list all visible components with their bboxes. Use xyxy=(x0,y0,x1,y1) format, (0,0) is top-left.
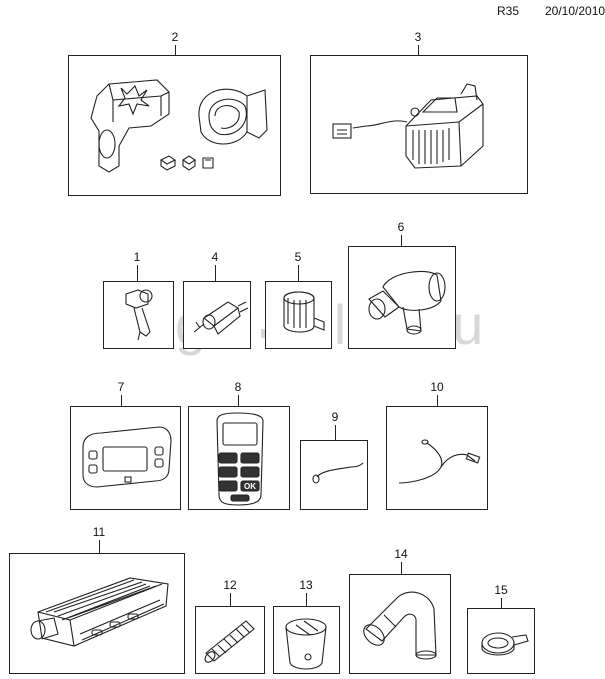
leader-line xyxy=(99,540,100,553)
leader-line xyxy=(121,395,122,406)
control-panel-drawing xyxy=(82,426,172,488)
temperature-sensor-drawing xyxy=(398,439,481,484)
corrugated-hose-drawing xyxy=(204,620,255,663)
heat-exchanger-drawing xyxy=(30,577,169,647)
part-number-4: 4 xyxy=(211,250,219,264)
part-box-2[interactable] xyxy=(68,55,281,196)
part-number-15: 15 xyxy=(494,583,508,597)
part-box-1[interactable] xyxy=(103,281,174,349)
valve-drawing xyxy=(368,270,446,335)
fuel-pump-drawing xyxy=(193,301,249,335)
part-number-8: 8 xyxy=(234,380,242,394)
page-code: R35 xyxy=(497,4,520,18)
part-number-2: 2 xyxy=(171,30,179,44)
part-box-4[interactable] xyxy=(183,281,251,349)
part-box-8[interactable]: OK xyxy=(188,406,290,510)
leader-line xyxy=(335,425,336,440)
leader-line xyxy=(215,265,216,281)
part-number-14: 14 xyxy=(394,547,408,561)
leader-line xyxy=(401,562,402,574)
sensor-wire-drawing xyxy=(312,462,364,484)
part-box-9[interactable] xyxy=(300,440,368,510)
heater-unit-drawing xyxy=(332,83,484,169)
leader-line xyxy=(298,265,299,281)
part-number-10: 10 xyxy=(430,380,444,394)
leader-line xyxy=(437,395,438,406)
silencer-cup-drawing xyxy=(285,618,327,670)
part-box-3[interactable] xyxy=(310,55,528,194)
leader-line xyxy=(418,45,419,55)
page-date: 20/10/2010 xyxy=(545,4,605,18)
ok-button-label: OK xyxy=(244,482,256,491)
part-number-5: 5 xyxy=(294,250,302,264)
remote-control-drawing xyxy=(216,412,264,506)
part-box-11[interactable] xyxy=(9,553,185,674)
part-number-6: 6 xyxy=(397,220,405,234)
pipe-clamp-drawing xyxy=(283,291,325,333)
leader-line xyxy=(501,598,502,608)
part-number-3: 3 xyxy=(414,30,422,44)
part-box-15[interactable] xyxy=(467,608,535,674)
part-box-7[interactable] xyxy=(70,406,181,510)
leader-line xyxy=(401,235,402,246)
part-number-9: 9 xyxy=(331,410,339,424)
part-number-1: 1 xyxy=(133,250,141,264)
leader-line xyxy=(230,593,231,606)
connector-plug-drawing xyxy=(125,289,153,341)
hose-clamp-drawing xyxy=(481,632,529,656)
part-box-5[interactable] xyxy=(265,281,332,349)
leader-line xyxy=(137,265,138,281)
blower-housing-and-seal-drawing xyxy=(90,79,268,173)
part-number-13: 13 xyxy=(299,578,313,592)
part-box-12[interactable] xyxy=(195,606,265,674)
leader-line xyxy=(175,45,176,55)
elbow-pipe-drawing xyxy=(363,591,437,660)
part-number-7: 7 xyxy=(117,380,125,394)
part-box-10[interactable] xyxy=(386,406,488,510)
part-box-14[interactable] xyxy=(349,574,451,674)
part-box-13[interactable] xyxy=(273,606,340,674)
leader-line xyxy=(306,593,307,606)
part-box-6[interactable] xyxy=(348,246,456,349)
part-number-12: 12 xyxy=(223,578,237,592)
part-number-11: 11 xyxy=(92,525,106,539)
leader-line xyxy=(238,395,239,406)
